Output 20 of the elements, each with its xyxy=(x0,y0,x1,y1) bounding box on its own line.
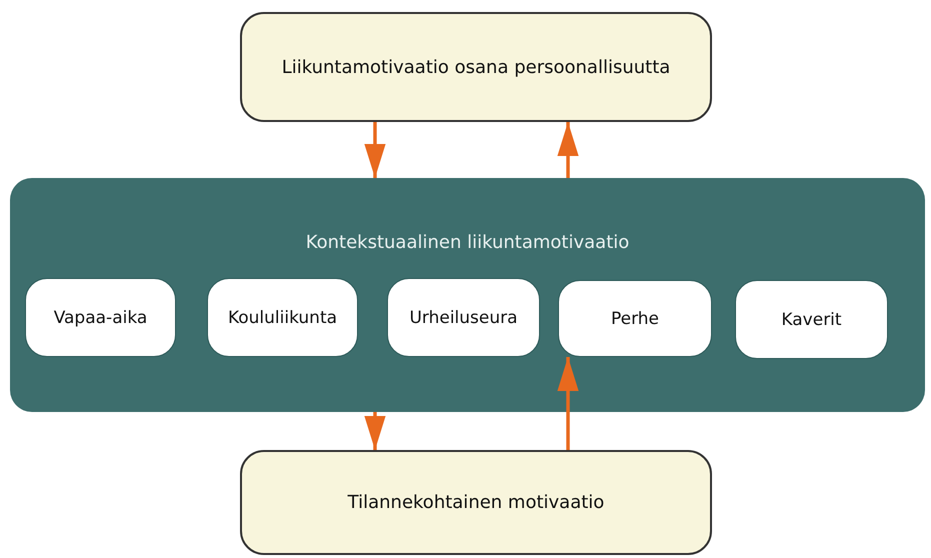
arrow xyxy=(557,357,579,450)
rounded-box xyxy=(387,278,540,357)
rounded-box xyxy=(240,450,712,555)
rounded-box xyxy=(25,278,176,357)
arrow xyxy=(364,122,386,178)
box-label: Tilannekohtainen motivaatio xyxy=(348,492,604,513)
rounded-box xyxy=(240,12,712,122)
context-panel xyxy=(10,178,925,412)
panel-heading: Kontekstuaalinen liikuntamotivaatio xyxy=(304,232,630,253)
arrow xyxy=(557,122,579,178)
box-label: Urheiluseura xyxy=(409,308,518,328)
box-label: Liikuntamotivaatio osana persoonallisuutta xyxy=(282,56,670,78)
box-label: Perhe xyxy=(610,308,660,328)
box-label: Koululiikunta xyxy=(228,308,338,328)
rounded-box xyxy=(207,278,358,357)
rounded-box xyxy=(735,280,888,359)
box-label: Vapaa-aika xyxy=(54,308,148,328)
rounded-box xyxy=(558,280,712,357)
box-label: Kaverit xyxy=(781,310,842,330)
arrow xyxy=(364,412,386,450)
